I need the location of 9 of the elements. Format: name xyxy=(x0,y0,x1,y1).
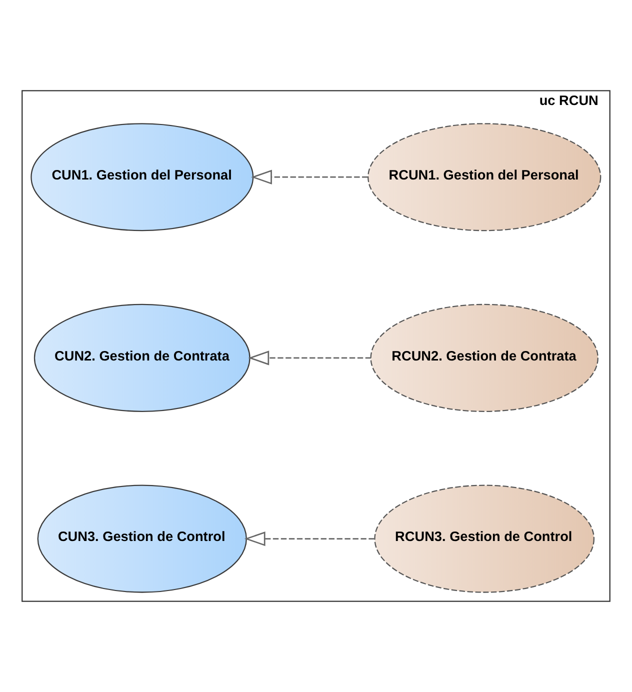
node-ellipse: CUN3. Gestion de Control xyxy=(37,484,247,593)
node-ellipse: RCUN2. Gestion de Contrata xyxy=(370,304,598,412)
arrow xyxy=(248,350,371,366)
arrow xyxy=(251,170,368,184)
node-ellipse: RCUN1. Gestion del Personal xyxy=(368,123,602,232)
node-ellipse: CUN1. Gestion del Personal xyxy=(30,123,254,232)
node-ellipse: CUN2. Gestion de Contrata xyxy=(34,304,250,412)
node-ellipse: RCUN3. Gestion de Control xyxy=(374,484,595,593)
arrow xyxy=(244,531,374,546)
